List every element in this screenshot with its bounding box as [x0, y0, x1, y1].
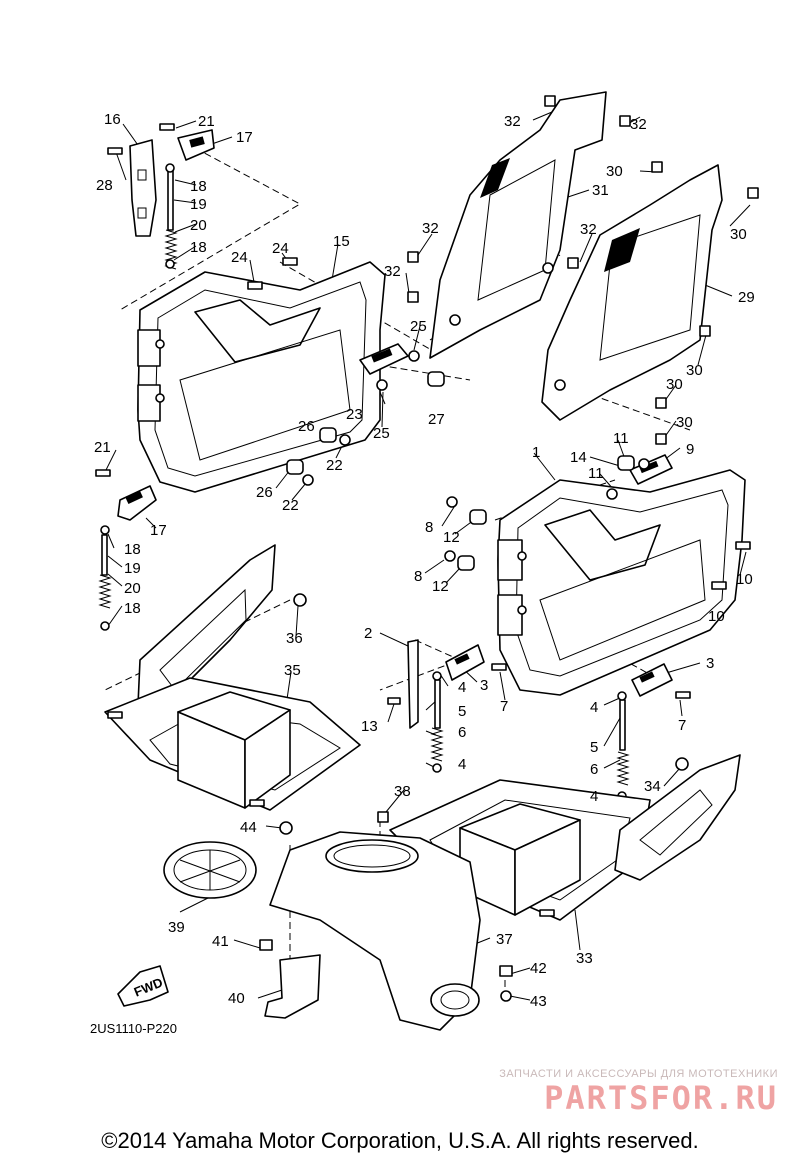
callout-33: 33	[576, 950, 593, 967]
callout-18: 18	[124, 541, 141, 558]
callout-40: 40	[228, 990, 245, 1007]
callout-10: 10	[708, 608, 725, 625]
callout-4: 4	[590, 788, 598, 805]
callout-4: 4	[458, 679, 466, 696]
lower-left-hinge	[95, 469, 157, 631]
callout-26: 26	[256, 484, 273, 501]
callout-38: 38	[394, 783, 411, 800]
center-hinge	[387, 639, 507, 773]
left-door-panel	[137, 257, 386, 493]
diagram-code: 2US1110-P220	[90, 1021, 177, 1036]
callout-35: 35	[284, 662, 301, 679]
callout-3: 3	[706, 655, 714, 672]
callout-34: 34	[644, 778, 661, 795]
callout-30: 30	[676, 414, 693, 431]
callout-6: 6	[590, 761, 598, 778]
callout-1: 1	[532, 444, 540, 461]
callout-32: 32	[630, 116, 647, 133]
callout-24: 24	[272, 240, 289, 257]
center-side-panel	[407, 91, 631, 359]
callout-32: 32	[580, 221, 597, 238]
callout-29: 29	[738, 289, 755, 306]
callout-43: 43	[530, 993, 547, 1010]
callout-23: 23	[346, 406, 363, 423]
callout-37: 37	[496, 931, 513, 948]
right-door-panel	[497, 469, 751, 696]
watermark-brand: PARTSFOR.RU	[544, 1079, 778, 1117]
callout-2: 2	[364, 625, 372, 642]
callout-42: 42	[530, 960, 547, 977]
callout-21: 21	[198, 113, 215, 130]
fwd-arrow-icon: FWD	[117, 965, 169, 1007]
callout-31: 31	[592, 182, 609, 199]
callout-10: 10	[736, 571, 753, 588]
callout-26: 26	[298, 418, 315, 435]
callout-8: 8	[414, 568, 422, 585]
callout-11: 11	[613, 430, 629, 447]
callout-22: 22	[326, 457, 343, 474]
callout-30: 30	[686, 362, 703, 379]
callout-19: 19	[190, 196, 207, 213]
callout-6: 6	[458, 724, 466, 741]
callout-7: 7	[500, 698, 508, 715]
callout-4: 4	[458, 756, 466, 773]
callout-18: 18	[190, 239, 207, 256]
callout-18: 18	[124, 600, 141, 617]
callout-41: 41	[212, 933, 229, 950]
callout-8: 8	[425, 519, 433, 536]
callout-20: 20	[190, 217, 207, 234]
latch-assembly	[286, 343, 445, 486]
callout-28: 28	[96, 177, 113, 194]
callout-32: 32	[504, 113, 521, 130]
callout-9: 9	[686, 441, 694, 458]
callout-17: 17	[236, 129, 253, 146]
watermark: ЗАПЧАСТИ И АКСЕССУАРЫ ДЛЯ МОТОТЕХНИКИ PA…	[499, 1068, 778, 1116]
callout-32: 32	[384, 263, 401, 280]
right-latch-assembly	[444, 454, 673, 571]
callout-16: 16	[104, 111, 121, 128]
callout-5: 5	[458, 703, 466, 720]
right-side-panel	[541, 161, 759, 445]
callout-3: 3	[480, 677, 488, 694]
callout-21: 21	[94, 439, 111, 456]
callout-19: 19	[124, 560, 141, 577]
callout-25: 25	[410, 318, 427, 335]
center-console	[269, 811, 481, 1031]
callout-13: 13	[361, 718, 378, 735]
callout-12: 12	[432, 578, 449, 595]
callout-11: 11	[588, 465, 604, 482]
callout-numbers: 1 2 3 3 4 4 4 4 5 5 6 6 7 7 8 8 9 10 10 …	[94, 111, 755, 1010]
callout-39: 39	[168, 919, 185, 936]
callout-20: 20	[124, 580, 141, 597]
callout-27: 27	[428, 411, 445, 428]
console-lid	[163, 841, 257, 899]
callout-5: 5	[590, 739, 598, 756]
callout-30: 30	[606, 163, 623, 180]
callout-24: 24	[231, 249, 248, 266]
callout-12: 12	[443, 529, 460, 546]
parts-diagram: FWD 1 2 3 3 4 4 4 4 5 5 6 6 7 7 8 8 9 10…	[90, 91, 759, 1036]
callout-17: 17	[150, 522, 167, 539]
callout-44: 44	[240, 819, 257, 836]
callout-32: 32	[422, 220, 439, 237]
callout-30: 30	[730, 226, 747, 243]
callout-18: 18	[190, 178, 207, 195]
callout-22: 22	[282, 497, 299, 514]
upper-hinge-assembly	[107, 123, 215, 270]
rear-bracket	[259, 939, 513, 1019]
copyright-notice: ©2014 Yamaha Motor Corporation, U.S.A. A…	[101, 1128, 699, 1153]
callout-7: 7	[678, 717, 686, 734]
callout-25: 25	[373, 425, 390, 442]
watermark-tagline: ЗАПЧАСТИ И АКСЕССУАРЫ ДЛЯ МОТОТЕХНИКИ	[499, 1068, 778, 1080]
callout-15: 15	[333, 233, 350, 250]
left-floor-box	[104, 544, 361, 811]
callout-30: 30	[666, 376, 683, 393]
callout-14: 14	[570, 449, 587, 466]
callout-4: 4	[590, 699, 598, 716]
callout-36: 36	[286, 630, 303, 647]
